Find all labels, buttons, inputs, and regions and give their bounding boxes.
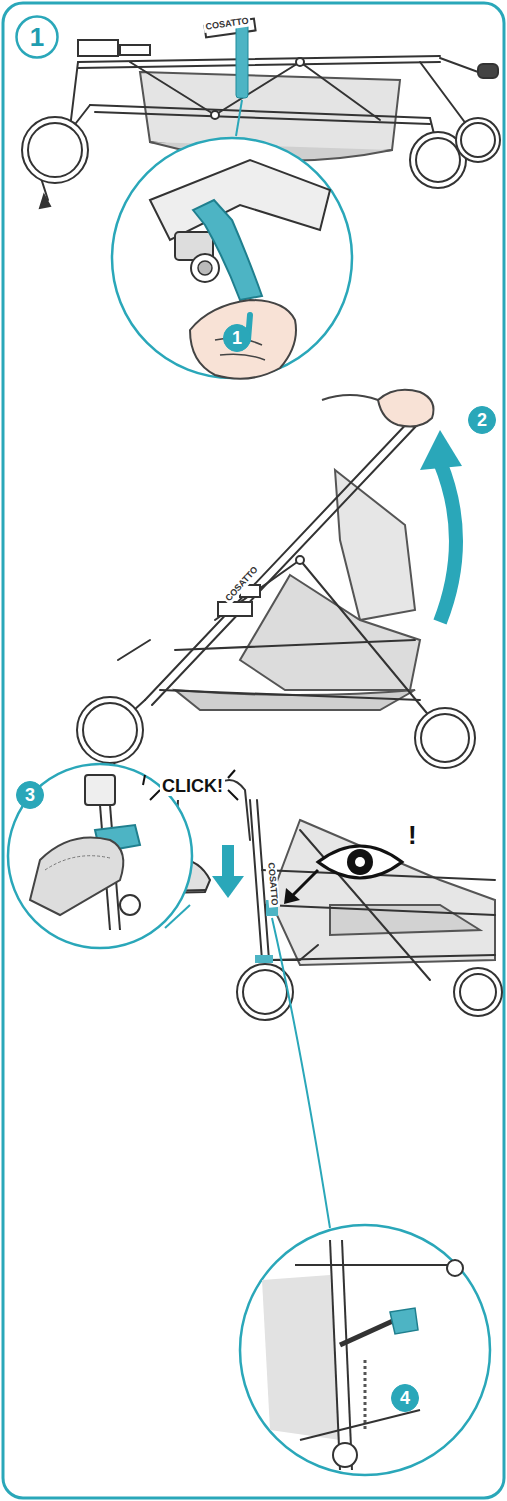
callout-number: 2 — [468, 406, 496, 434]
sound-text: CLICK! — [160, 776, 225, 796]
step-number: 1 — [15, 15, 59, 59]
circle-shape — [17, 17, 58, 58]
release-strap — [236, 20, 248, 98]
circle-shape — [469, 407, 496, 434]
arm — [322, 395, 378, 400]
locking-stroller — [212, 780, 502, 1020]
hand — [378, 390, 434, 427]
brand-text: COSATTO — [222, 563, 262, 605]
zoom-click-detail — [8, 764, 238, 948]
circle-shape — [224, 325, 251, 352]
brand-text: COSATTO — [203, 15, 251, 32]
zoom-lever-detail — [240, 1225, 490, 1475]
panel-border — [3, 3, 504, 1498]
callout-text: 1 — [30, 24, 44, 50]
brand-text: COSATTO — [265, 860, 280, 908]
foot-pedal — [255, 955, 273, 963]
leader-line — [165, 905, 190, 928]
circle-shape — [17, 782, 44, 809]
arrow-head — [420, 430, 462, 470]
leader-line — [272, 918, 330, 1228]
callout-text: 4 — [400, 1389, 410, 1407]
arrow-head — [212, 876, 244, 898]
circle-shape — [392, 1385, 419, 1412]
unfolding-stroller — [77, 401, 475, 770]
callout-text: 1 — [232, 329, 242, 347]
callout-text: 3 — [25, 786, 35, 804]
lift-arrow — [440, 462, 456, 622]
attention-mark: ! — [408, 822, 417, 848]
callout-text: 2 — [477, 411, 487, 429]
callout-number: 3 — [16, 781, 44, 809]
zoom-strap-detail — [112, 138, 352, 379]
leader-line — [236, 100, 242, 136]
check-eye-symbol — [284, 846, 402, 904]
press-arrow — [222, 845, 234, 880]
callout-number: 1 — [223, 324, 251, 352]
callout-number: 4 — [391, 1384, 419, 1412]
